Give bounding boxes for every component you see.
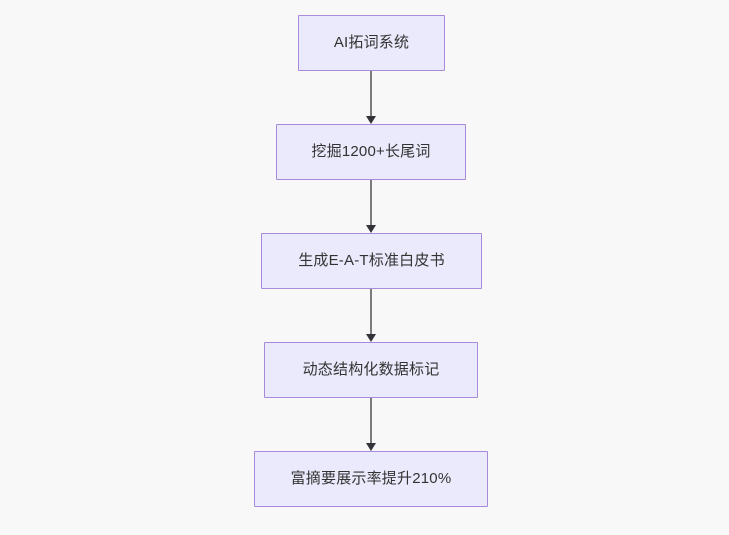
edge-3-arrowhead-icon (366, 334, 376, 342)
edge-1-shaft (370, 71, 372, 116)
flowchart-node-3[interactable]: 生成E-A-T标准白皮书 (261, 233, 482, 289)
edge-1-arrowhead-icon (366, 116, 376, 124)
flowchart-node-1[interactable]: AI拓词系统 (298, 15, 445, 71)
flowchart-node-3-label: 生成E-A-T标准白皮书 (298, 252, 445, 269)
flowchart-node-5-label: 富摘要展示率提升210% (290, 470, 452, 487)
flowchart-node-5[interactable]: 富摘要展示率提升210% (254, 451, 488, 507)
flowchart-node-4-label: 动态结构化数据标记 (302, 361, 440, 378)
edge-2-arrowhead-icon (366, 225, 376, 233)
edge-4-shaft (370, 398, 372, 443)
edge-2-shaft (370, 180, 372, 225)
flowchart-edge-1 (366, 71, 376, 124)
flowchart-node-2[interactable]: 挖掘1200+长尾词 (276, 124, 466, 180)
flowchart-node-2-label: 挖掘1200+长尾词 (311, 143, 431, 160)
edge-4-arrowhead-icon (366, 443, 376, 451)
flowchart-edge-3 (366, 289, 376, 342)
edge-3-shaft (370, 289, 372, 334)
flowchart-node-4[interactable]: 动态结构化数据标记 (264, 342, 478, 398)
flowchart-edge-2 (366, 180, 376, 233)
flowchart-edge-4 (366, 398, 376, 451)
flowchart-node-1-label: AI拓词系统 (333, 34, 410, 51)
